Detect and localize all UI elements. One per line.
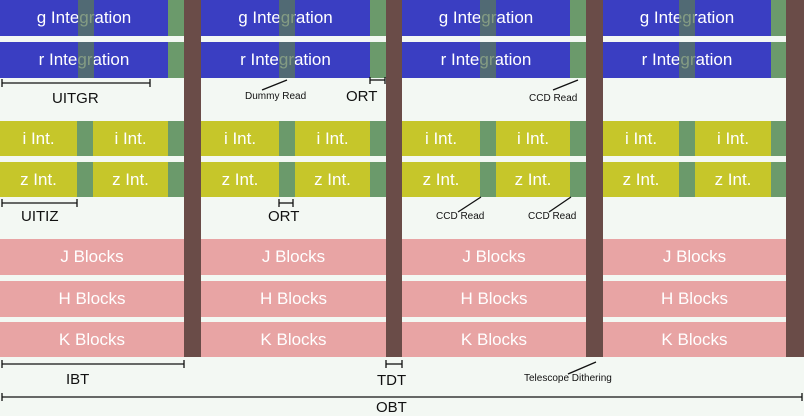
ort-label-top: ORT [346,88,378,105]
j-blocks-bar: J Blocks [603,239,786,275]
i-int-bar: i Int. [496,121,570,156]
overlap-block [279,42,295,78]
k-blocks-bar: K Blocks [0,322,184,357]
uitiz-label: UITIZ [21,208,59,225]
uitgr-label: UITGR [52,90,99,107]
readout-block [168,0,184,36]
readout-block [480,121,496,156]
readout-block [771,0,786,36]
z-int-bar: z Int. [496,162,570,197]
readout-block [480,162,496,197]
z-int-bar: z Int. [93,162,168,197]
column-separator-2 [386,0,402,357]
readout-block [570,121,586,156]
j-blocks-bar: J Blocks [0,239,184,275]
j-blocks-bar: J Blocks [402,239,586,275]
overlap-block [279,0,295,36]
column-separator-4 [786,0,804,357]
i-int-bar: i Int. [0,121,77,156]
i-int-bar: i Int. [295,121,370,156]
z-int-bar: z Int. [695,162,771,197]
i-int-bar: i Int. [603,121,679,156]
overlap-block [480,0,496,36]
z-int-bar: z Int. [201,162,279,197]
obt-label: OBT [376,399,407,416]
h-blocks-bar: H Blocks [603,281,786,317]
ccd-read-label: CCD Read [436,211,485,222]
column-separator-1 [184,0,201,357]
readout-block [679,162,695,197]
readout-block [570,42,586,78]
readout-block [771,121,786,156]
k-blocks-bar: K Blocks [201,322,386,357]
dummy-read-label: Dummy Read [245,91,307,102]
i-int-bar: i Int. [201,121,279,156]
column-separator-3 [586,0,603,357]
i-int-bar: i Int. [402,121,480,156]
readout-block [570,162,586,197]
readout-block [168,42,184,78]
readout-block [168,162,184,197]
k-blocks-bar: K Blocks [402,322,586,357]
overlap-block [480,42,496,78]
readout-block [570,0,586,36]
z-int-bar: z Int. [402,162,480,197]
readout-block [77,121,93,156]
i-int-bar: i Int. [695,121,771,156]
readout-block [370,121,386,156]
i-int-bar: i Int. [93,121,168,156]
h-blocks-bar: H Blocks [201,281,386,317]
readout-block [370,42,386,78]
overlap-block [679,0,695,36]
readout-block [771,42,786,78]
ibt-label: IBT [66,371,90,388]
readout-block [370,0,386,36]
readout-block [77,162,93,197]
telescope-dithering-label: Telescope Dithering [524,373,612,384]
readout-block [279,162,295,197]
h-blocks-bar: H Blocks [402,281,586,317]
readout-block [771,162,786,197]
tdt-label: TDT [377,372,407,389]
ccd-read-label: CCD Read [528,211,577,222]
readout-block [679,121,695,156]
j-blocks-bar: J Blocks [201,239,386,275]
h-blocks-bar: H Blocks [0,281,184,317]
readout-block [279,121,295,156]
overlap-block [78,42,94,78]
k-blocks-bar: K Blocks [603,322,786,357]
ort-label-middle: ORT [268,208,300,225]
readout-block [370,162,386,197]
z-int-bar: z Int. [603,162,679,197]
overlap-block [679,42,695,78]
z-int-bar: z Int. [0,162,77,197]
z-int-bar: z Int. [295,162,370,197]
readout-block [168,121,184,156]
ccd-read-label: CCD Read [529,93,578,104]
overlap-block [78,0,94,36]
